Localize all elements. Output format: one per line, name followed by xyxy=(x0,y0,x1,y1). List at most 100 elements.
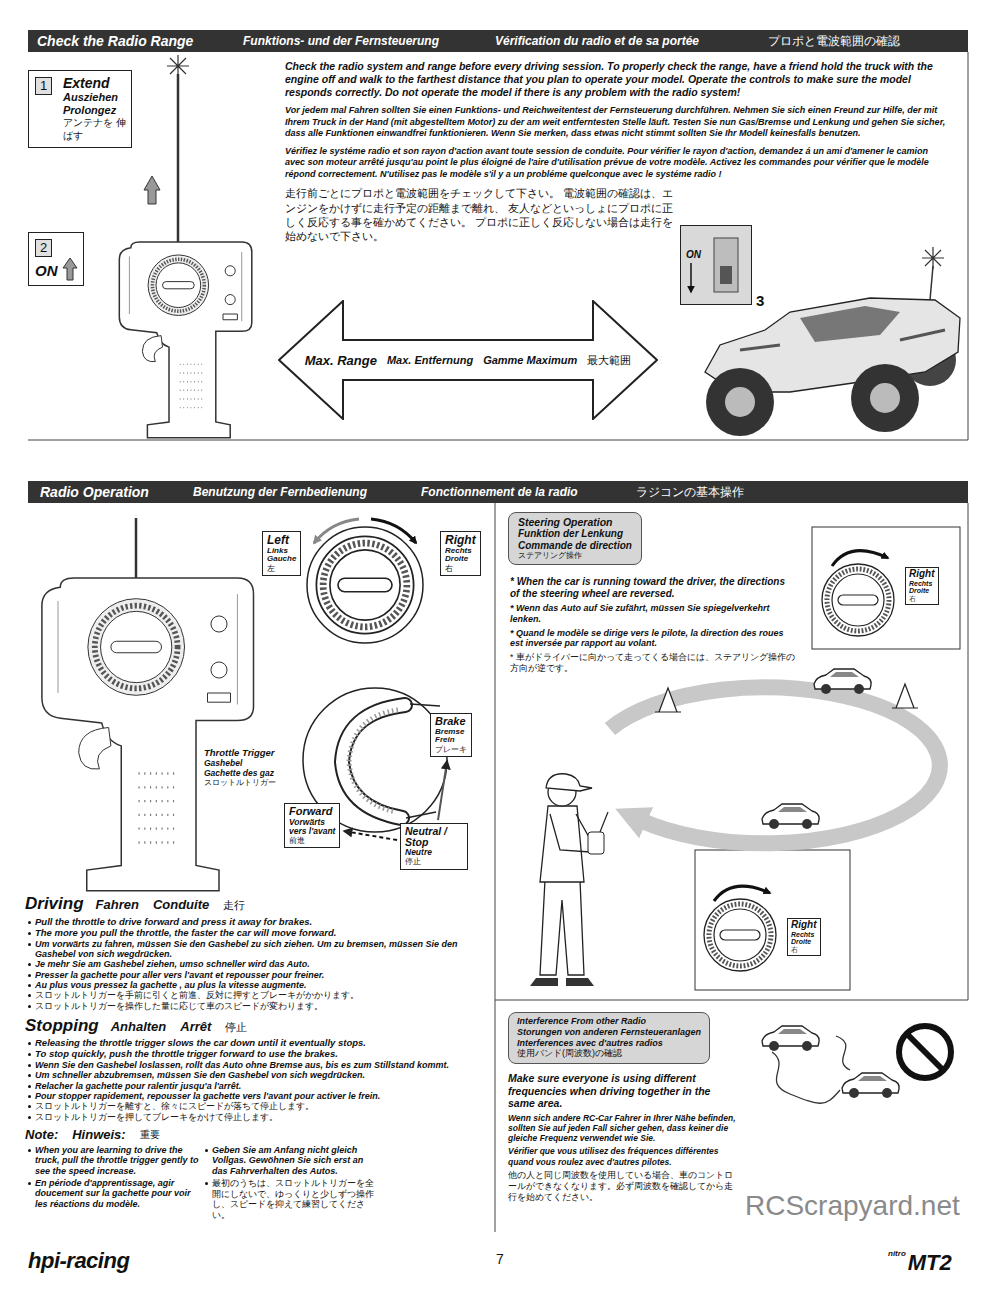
direction-box: RightRechtsDroite右 xyxy=(787,918,821,956)
box-text: Gauche xyxy=(267,555,296,564)
box-heading: Extend xyxy=(63,75,127,91)
section-heading: Arrêt xyxy=(180,1020,211,1034)
trigger-outline xyxy=(342,705,405,818)
instruction-text: Vérifiez le systéme radio et son rayon d… xyxy=(285,146,950,181)
box-text: 右 xyxy=(445,564,476,573)
section-heading: Hinweis: xyxy=(72,1128,125,1142)
power-switch xyxy=(714,238,738,292)
transmitter xyxy=(119,242,251,438)
step-number: 1 xyxy=(35,77,52,95)
section-frame xyxy=(495,503,968,1232)
box-text: Commande de direction xyxy=(518,540,632,552)
section-heading: Conduite xyxy=(153,898,209,912)
box-heading: Forward xyxy=(289,806,335,818)
box-text: プロポと電波範囲の確認 xyxy=(768,35,900,47)
topic-box: Interference From other RadioStorungen v… xyxy=(508,1012,710,1064)
box-heading: Right xyxy=(445,534,476,547)
box-text: ステアリング操作 xyxy=(518,551,632,561)
car xyxy=(842,1073,899,1098)
bullet-dot xyxy=(28,1116,31,1119)
section-band: Check the Radio Range Funktions- und der … xyxy=(28,30,968,52)
inset-frame xyxy=(812,527,960,649)
note-text: * Quand le modèle se dirige vers le pilo… xyxy=(510,628,795,650)
box-heading: Right xyxy=(791,920,817,931)
box-text: Gamme Maximum xyxy=(483,355,577,366)
box-text: 使用バンド(周波数)の確認 xyxy=(517,1048,701,1059)
bullet-dot xyxy=(28,1064,31,1067)
box-text: Vorwärts xyxy=(289,818,335,827)
bullet-dot xyxy=(28,963,31,966)
box-text: Links xyxy=(267,547,296,556)
bullet-dot xyxy=(205,1182,208,1185)
trigger-position-box: BrakeBremseFreinブレーキ xyxy=(430,713,472,757)
note-text: * 車がドライバーに向かって走ってくる場合には、ステアリング操作の方向が逆です。 xyxy=(510,652,795,674)
box-text: Frein xyxy=(435,736,467,745)
bullet-dot xyxy=(28,1042,31,1045)
box-text: Interferences avec d'autres radios xyxy=(517,1038,701,1049)
box-heading: Check the Radio Range xyxy=(37,34,193,48)
signal-burst xyxy=(167,55,189,77)
driver-legs xyxy=(540,880,584,975)
bullet-text: スロットルトリガーを手前に引くと前進、反対に押すとブレーキがかかります。 xyxy=(35,990,490,1001)
switch-photo xyxy=(680,225,752,305)
box-heading: Max. Range xyxy=(305,354,377,367)
callout-number: 3 xyxy=(756,293,764,308)
steering-wheel xyxy=(822,564,894,636)
box-text: 右 xyxy=(791,946,817,954)
turn-arrow xyxy=(714,886,770,901)
range-arrow: Max. RangeMax. EntfernungGamme Maximum最大… xyxy=(278,300,658,420)
instruction-text: 走行前ごとにプロポと電波範囲をチェックして下さい。 電波範囲の確認は、エンジンを… xyxy=(285,186,675,243)
antenna xyxy=(135,518,138,578)
box-text: Fonctionnement de la radio xyxy=(421,486,578,498)
bullet-dot xyxy=(28,1182,31,1185)
callout-box: ExtendAusziehenProlongezアンテナを 伸ばす1 xyxy=(28,70,132,148)
box-text: Funktions- und der Fernsteuerung xyxy=(243,35,439,47)
bullet-text: 最初のうちは、スロットルトリガーを全開にしないで、ゆっくりと少しずつ操作し、スピ… xyxy=(212,1178,380,1221)
bullet-text: Pour stopper rapidement, repousser la ga… xyxy=(35,1091,490,1101)
part-label: Throttle Trigger xyxy=(204,748,275,759)
section-heading: Anhalten xyxy=(111,1020,167,1034)
traffic-cone xyxy=(892,684,918,708)
wheel-hub xyxy=(725,387,755,417)
steering-wheel xyxy=(704,899,776,971)
bullet-text: Relacher la gachette pour ralentir jusqu… xyxy=(35,1081,490,1091)
bullet-text: When you are learning to drive the truck… xyxy=(35,1145,200,1176)
note-text: * Wenn das Auto auf Sie zufährt, müssen … xyxy=(510,603,795,625)
box-text: Neutre xyxy=(405,848,463,857)
box-text: vers l'avant xyxy=(289,827,335,836)
truck-illustration xyxy=(705,247,960,436)
section-heading: 重要 xyxy=(140,1129,160,1140)
traffic-cone xyxy=(655,688,681,712)
section-heading: 停止 xyxy=(225,1021,247,1033)
box-text: ブレーキ xyxy=(435,745,467,754)
note-text: Wenn sich andere RC-Car Fahrer in Ihrer … xyxy=(508,1113,736,1144)
right-turn-arrow xyxy=(371,519,416,543)
extend-arrow xyxy=(144,176,160,204)
box-heading: 2 xyxy=(40,240,47,256)
prohibition-bar xyxy=(907,1034,943,1070)
box-heading: Interference From other Radio xyxy=(517,1016,701,1027)
box-text: 停止 xyxy=(405,857,463,866)
bullet-dot xyxy=(28,984,31,987)
zoom-circle xyxy=(307,527,423,643)
trigger-ridges xyxy=(349,710,398,812)
box-heading: Left xyxy=(267,534,296,547)
box-heading: ON xyxy=(35,263,79,280)
direction-box: RightRechtsDroite右 xyxy=(905,567,939,605)
box-text: Bremse xyxy=(435,728,467,737)
box-text: Rechts xyxy=(909,580,935,588)
box-heading: Neutral / Stop xyxy=(405,826,463,848)
section-band: Radio OperationBenutzung der Fernbedienu… xyxy=(28,481,968,503)
turn-arrow xyxy=(832,551,888,566)
bullet-text: Um vorwärts zu fahren, müssen Sie den Ga… xyxy=(35,939,490,960)
instruction-text: Vor jedem mal Fahren sollten Sie einen F… xyxy=(285,105,950,140)
bullet-dot xyxy=(28,1053,31,1056)
bullet-text: Geben Sie am Anfang nicht gleich Vollgas… xyxy=(212,1145,380,1176)
box-heading: Right xyxy=(909,569,935,580)
bullet-text: Presser la gachette pour aller vers l'av… xyxy=(35,970,490,980)
bullet-text: Je mehr Sie am Gashebel ziehen, umso sch… xyxy=(35,959,490,969)
bullet-text: Wenn Sie den Gashebel loslassen, rollt d… xyxy=(35,1060,490,1070)
switch-inset: ON xyxy=(680,225,752,305)
box-text: Funktion der Lenkung xyxy=(518,528,632,540)
